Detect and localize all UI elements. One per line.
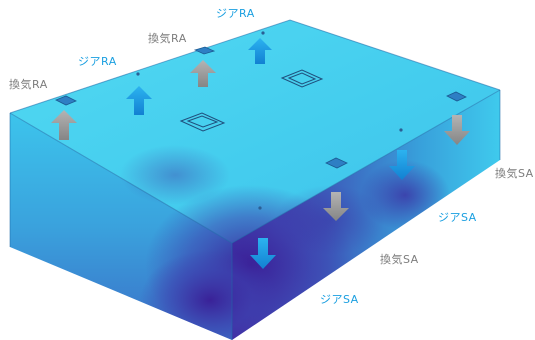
- kanki-sa-arrow-mid: [323, 192, 349, 221]
- jia-sa-arrow-right: [389, 150, 415, 180]
- vent-kanki-sa-mid: [325, 157, 348, 169]
- airflow-arrows: [51, 38, 470, 269]
- label-jia-ra-top: ジアRA: [216, 7, 255, 20]
- kanki-ra-arrow-top: [190, 60, 216, 87]
- label-kanki-ra-left: 換気RA: [9, 78, 48, 91]
- room-top-face: [10, 20, 500, 243]
- label-jia-sa-bottom: ジアSA: [320, 293, 359, 306]
- jia-ra-arrow-top: [248, 38, 272, 64]
- jia-ra-arrow-left: [126, 86, 152, 115]
- label-jia-sa-right: ジアSA: [438, 211, 477, 224]
- kanki-ra-arrow-left: [51, 110, 77, 140]
- label-kanki-ra-top: 換気RA: [148, 32, 187, 45]
- label-kanki-sa-right: 換気SA: [495, 167, 534, 180]
- vent-kanki-ra-top: [193, 46, 216, 55]
- vent-jia-sa-front: [258, 206, 262, 210]
- kanki-sa-arrow-right: [444, 115, 470, 145]
- room-box: [9, 19, 501, 340]
- vent-kanki-ra-left: [55, 95, 77, 106]
- room-edges: [9, 19, 501, 340]
- vent-jia-ra-left: [136, 72, 140, 76]
- vent-jia-sa-right: [399, 128, 403, 132]
- vent-jia-sa-square-top: [280, 69, 324, 88]
- vent-jia-ra-top: [261, 31, 265, 35]
- ceiling-vents: [55, 31, 467, 210]
- label-kanki-sa-bottom: 換気SA: [380, 253, 419, 266]
- vent-kanki-sa-right: [446, 91, 467, 102]
- jia-sa-arrow-front: [250, 238, 276, 269]
- label-jia-ra-mid: ジアRA: [78, 55, 117, 68]
- vent-jia-sa-square-center: [179, 112, 226, 132]
